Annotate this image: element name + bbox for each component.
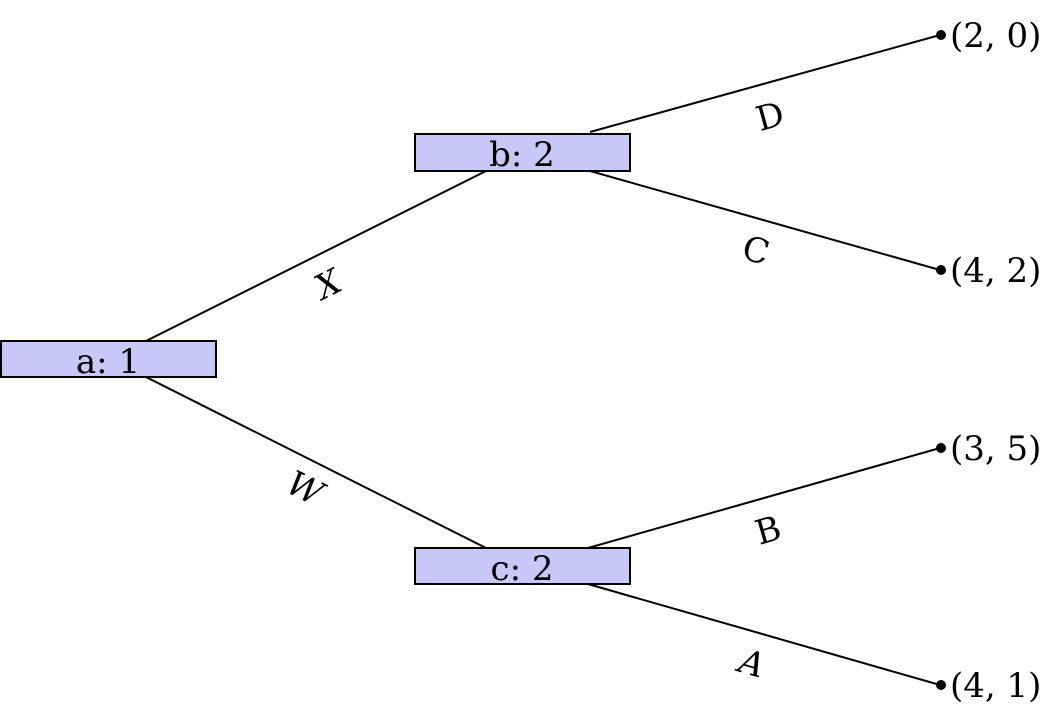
- node-c: c: 2: [414, 547, 631, 589]
- edge-d-line: [589, 34, 941, 133]
- edge-b-line: [587, 447, 941, 549]
- node-b-label: b: 2: [489, 135, 555, 175]
- edge-c-label: C: [738, 228, 774, 274]
- leaf-dot-b: [936, 443, 946, 453]
- payoff-b-label: (3, 5): [950, 429, 1041, 469]
- node-a: a: 1: [0, 340, 217, 382]
- edge-w-line: [145, 376, 487, 549]
- node-a-label: a: 1: [76, 342, 140, 382]
- payoff-a-label: (4, 1): [950, 666, 1041, 706]
- payoff-c-label: (4, 2): [950, 251, 1041, 291]
- edge-x-label: X: [306, 261, 350, 310]
- node-b: b: 2: [414, 133, 631, 175]
- payoff-d-label: (2, 0): [950, 16, 1041, 56]
- edge-a-label: A: [732, 641, 770, 687]
- edge-a-line: [587, 583, 941, 686]
- edge-x-line: [145, 170, 487, 342]
- leaf-dot-c: [936, 265, 946, 275]
- edge-w-label: W: [280, 463, 332, 516]
- leaf-dot-d: [936, 30, 946, 40]
- edge-d-label: D: [752, 94, 789, 140]
- edge-b-label: B: [751, 508, 786, 553]
- edge-c-line: [589, 170, 941, 271]
- node-c-label: c: 2: [491, 549, 554, 589]
- leaf-dot-a: [936, 680, 946, 690]
